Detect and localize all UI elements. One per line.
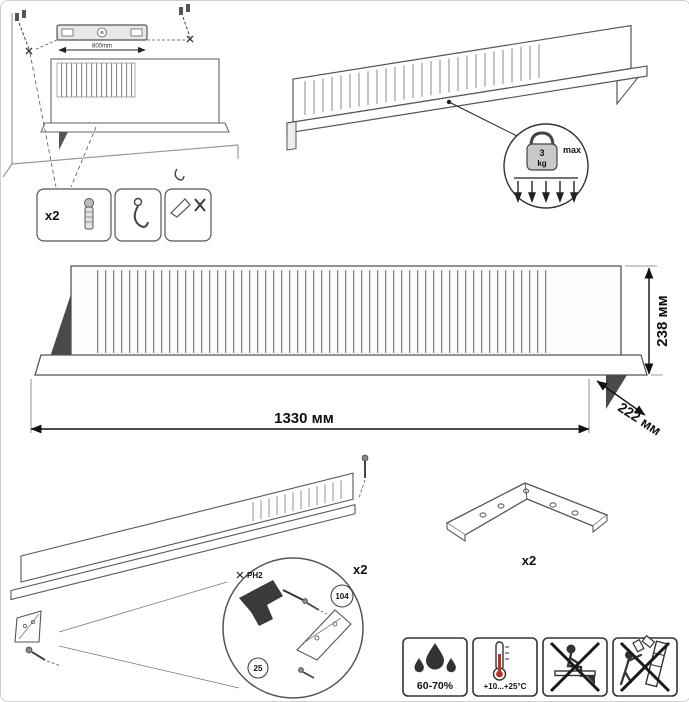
height-dimension-label: 238 мм xyxy=(654,295,671,346)
depth-dimension-label: 222 мм xyxy=(615,399,664,439)
screw-top-right-icon xyxy=(358,454,369,499)
load-limit-diagram: 3 kg max xyxy=(286,24,648,209)
no-sitting-icon-box xyxy=(542,637,608,697)
size-a-label: 104 xyxy=(335,592,349,601)
detail-callout: x2 PH2 1 xyxy=(222,557,367,699)
care-icons-row: 60-70% +10...+25°C xyxy=(402,634,678,697)
detail-screw-2-icon xyxy=(298,667,315,679)
dimension-drawing: 1330 мм 238 мм 222 мм xyxy=(30,265,671,439)
height-dimension: 238 мм xyxy=(625,265,671,376)
shelf-isometric xyxy=(286,24,648,151)
width-dimension: 1330 мм xyxy=(30,379,590,434)
exploded-panels xyxy=(10,472,356,601)
width-dimension-label: 1330 мм xyxy=(274,410,334,427)
left-bracket xyxy=(50,294,71,357)
weight-unit-label: kg xyxy=(537,159,546,168)
humidity-icon-box: 60-70% xyxy=(402,637,468,697)
callout-size-a: 104 xyxy=(330,584,354,608)
prohibited-cross-2-icon xyxy=(619,641,671,693)
hardware-kit-panel: x2 xyxy=(36,188,212,242)
bracket-crossed-icon xyxy=(170,198,206,218)
wall-mounting-diagram: 800mm x2 xyxy=(2,4,239,242)
hardware-qty-label: x2 xyxy=(45,208,59,223)
humidity-label: 60-70% xyxy=(417,680,454,692)
wall-plug-icon xyxy=(84,198,94,230)
assembly-qty-label: x2 xyxy=(353,562,367,577)
depth-dimension: 222 мм xyxy=(596,380,664,439)
max-load-callout: 3 kg max xyxy=(503,123,589,209)
screw-bottom-left-icon xyxy=(25,646,62,667)
right-bracket xyxy=(606,375,627,409)
temperature-label: +10...+25°C xyxy=(484,682,527,691)
end-bracket-outline xyxy=(14,610,42,643)
kettlebell-icon: 3 kg xyxy=(526,131,558,171)
tipping-shelf-icon xyxy=(632,634,669,688)
shelf-front-view xyxy=(34,265,648,409)
drill-icon: PH2 xyxy=(236,571,304,626)
bit-label: PH2 xyxy=(247,571,263,580)
max-label: max xyxy=(563,145,581,155)
thermometer-icon xyxy=(492,641,509,681)
shelf-on-wall xyxy=(40,58,230,150)
wall-anchor-right-icon xyxy=(179,4,194,43)
shelf-board xyxy=(34,354,648,376)
leader-dot xyxy=(446,99,452,105)
assembly-diagram: x2 PH2 1 xyxy=(10,454,369,699)
picture-hook-icon xyxy=(133,197,149,228)
detail-bracket xyxy=(296,609,352,661)
level-dimension-label: 800mm xyxy=(92,44,112,50)
weight-value-label: 3 xyxy=(539,148,544,158)
spirit-level-icon xyxy=(56,24,148,41)
wall-lines xyxy=(2,13,239,178)
detail-screw-icon xyxy=(302,598,334,618)
hook-small-icon xyxy=(174,168,185,181)
callout-size-b: 25 xyxy=(247,657,269,679)
temperature-icon-box: +10...+25°C xyxy=(472,637,538,697)
wall-anchor-left-icon xyxy=(15,10,33,55)
prohibited-cross-icon xyxy=(549,641,601,693)
bracket-qty-label: x2 xyxy=(522,553,536,568)
size-b-label: 25 xyxy=(254,664,263,673)
corner-bracket-icon xyxy=(445,482,609,543)
pulling-person-icon xyxy=(619,651,643,686)
water-drops-icon xyxy=(414,643,456,673)
bracket-part-diagram: x2 xyxy=(445,482,609,568)
load-arrows-icon xyxy=(513,177,579,203)
sitting-person-icon xyxy=(566,644,583,678)
no-tipping-icon-box xyxy=(612,634,678,697)
